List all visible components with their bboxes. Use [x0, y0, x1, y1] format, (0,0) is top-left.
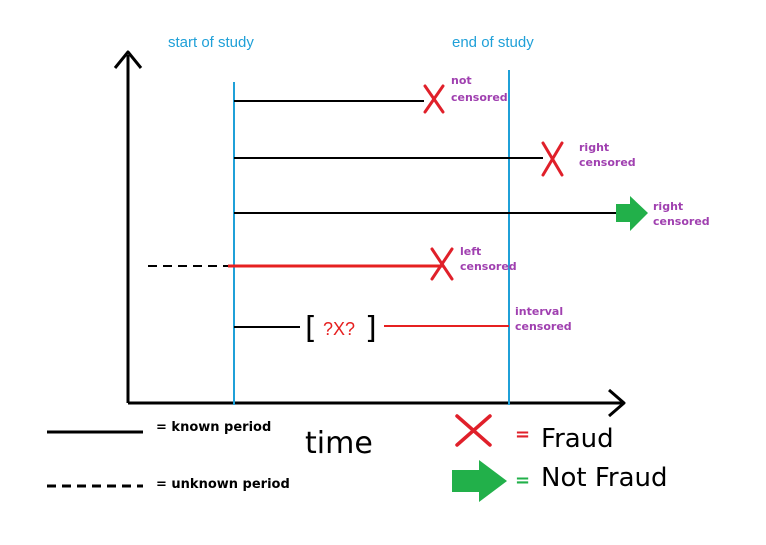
row-label: censored: [515, 320, 572, 333]
unknown-period-legend: = unknown period: [156, 477, 290, 492]
row-label: censored: [460, 260, 517, 273]
uncertain-event-text: ?X?: [323, 319, 355, 339]
not-fraud-legend: Not Fraud: [541, 463, 667, 493]
green-arrow-icon: [452, 460, 507, 502]
x-mark-icon: [430, 247, 454, 281]
x-axis-arrowhead: [608, 388, 626, 418]
x-mark-icon: [541, 141, 564, 177]
green-arrow-icon: [616, 196, 648, 231]
row-left-censored: left censored: [148, 245, 517, 281]
row-right-censored-not-fraud: right censored: [234, 196, 710, 231]
row-right-censored-fraud: right censored: [234, 141, 636, 177]
x-mark-icon: [423, 84, 445, 114]
row-interval-censored: [ ?X? ] interval censored: [234, 305, 572, 346]
row-label: left: [460, 245, 481, 258]
row-label: not: [451, 74, 472, 87]
open-bracket: [: [305, 311, 317, 346]
fraud-equals: =: [515, 424, 530, 445]
row-label: right: [579, 141, 609, 154]
legend-outcomes: = Fraud = Not Fraud: [452, 414, 667, 502]
fraud-legend: Fraud: [541, 424, 614, 454]
start-of-study-label: start of study: [168, 34, 254, 51]
x-axis-label: time: [305, 426, 373, 461]
end-of-study-label: end of study: [452, 34, 534, 51]
x-mark-icon: [455, 414, 492, 447]
y-axis-arrowhead: [113, 50, 143, 69]
legend-line-types: = known period = unknown period: [47, 420, 290, 492]
row-label: censored: [579, 156, 636, 169]
row-label: censored: [653, 215, 710, 228]
row-not-censored: not censored: [234, 74, 508, 114]
not-fraud-equals: =: [515, 470, 530, 491]
axes: [113, 50, 626, 418]
close-bracket: ]: [365, 311, 377, 346]
row-label: right: [653, 200, 683, 213]
row-label: interval: [515, 305, 563, 318]
known-period-legend: = known period: [156, 420, 271, 435]
row-label: censored: [451, 91, 508, 104]
